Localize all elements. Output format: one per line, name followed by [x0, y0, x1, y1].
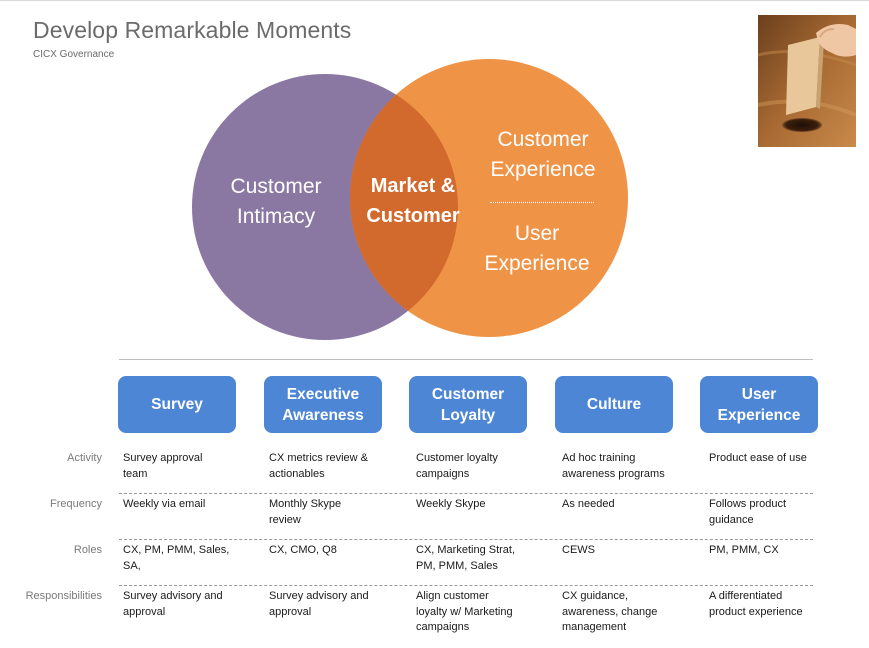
market-customer-text: Market & Customer	[366, 175, 460, 227]
ballot-photo	[758, 15, 856, 147]
pillar-user-experience[interactable]: User Experience	[700, 376, 818, 433]
table-cell: A differentiated product experience	[709, 590, 803, 618]
table-cell: Weekly via email	[123, 498, 206, 510]
table-cell: CX, PM, PMM, Sales, SA,	[123, 544, 230, 572]
pillar-executive-awareness[interactable]: Executive Awareness	[264, 376, 382, 433]
pillar-customer-loyalty-label: Customer Loyalty	[431, 385, 505, 424]
experience-divider	[490, 202, 594, 203]
row-divider	[119, 539, 813, 540]
table-cell: CX guidance, awareness, change managemen…	[562, 590, 658, 633]
row-label-responsibilities: Responsibilities	[25, 590, 102, 602]
pillar-culture[interactable]: Culture	[555, 376, 673, 433]
user-experience-label: User Experience	[460, 219, 614, 279]
pillar-user-experience-label: User Experience	[717, 385, 801, 424]
table-cell: Ad hoc training awareness programs	[562, 452, 665, 480]
table-cell: Align customer loyalty w/ Marketing camp…	[416, 590, 513, 633]
row-label-roles: Roles	[73, 544, 102, 556]
table-cell: CEWS	[562, 544, 595, 556]
venn-diagram	[192, 59, 628, 340]
table-cell: CX, CMO, Q8	[269, 544, 337, 556]
pillar-survey-label: Survey	[151, 396, 203, 413]
customer-experience-text: Customer Experience	[490, 128, 596, 181]
table-cell: Monthly Skype review	[269, 498, 342, 526]
row-label-frequency: Frequency	[50, 498, 102, 510]
pillar-culture-label: Culture	[586, 396, 642, 413]
table-cell: As needed	[562, 498, 615, 510]
table-cell: Follows product guidance	[709, 498, 787, 526]
page-title: Develop Remarkable Moments	[33, 17, 352, 43]
table-cell: Weekly Skype	[416, 498, 486, 510]
table-cell: PM, PMM, CX	[709, 544, 779, 556]
section-divider	[119, 359, 813, 360]
table-cell: Product ease of use	[709, 452, 807, 464]
table-cell: Survey advisory and approval	[123, 590, 223, 618]
table-cell: CX, Marketing Strat, PM, PMM, Sales	[416, 544, 516, 572]
table-cell: Survey advisory and approval	[269, 590, 369, 618]
customer-experience-label: Customer Experience	[466, 125, 620, 185]
overlap-region	[350, 74, 458, 337]
row-divider	[119, 585, 813, 586]
top-rule	[0, 0, 869, 1]
table-cell: Customer loyalty campaigns	[416, 452, 498, 480]
pillar-customer-loyalty[interactable]: Customer Loyalty	[409, 376, 527, 433]
page-subtitle: CICX Governance	[33, 49, 115, 60]
row-label-activity: Activity	[67, 452, 102, 464]
pillar-executive-awareness-label: Executive Awareness	[282, 385, 364, 424]
table-cell: CX metrics review & actionables	[269, 452, 369, 480]
customer-intimacy-text: Customer Intimacy	[230, 175, 322, 228]
pillar-survey[interactable]: Survey	[118, 376, 236, 433]
customer-intimacy-label: Customer Intimacy	[206, 172, 346, 232]
table-cell: Survey approval team	[123, 452, 203, 480]
market-customer-label: Market & Customer	[352, 171, 474, 231]
row-divider	[119, 493, 813, 494]
user-experience-text: User Experience	[484, 222, 590, 275]
